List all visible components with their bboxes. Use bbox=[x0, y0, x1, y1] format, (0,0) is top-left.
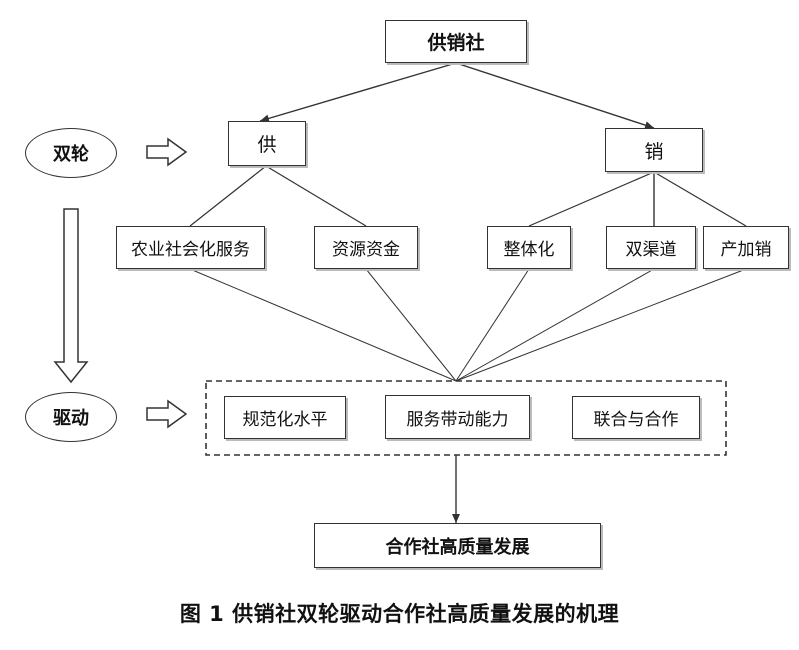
node-shuanglun-label: 双轮 bbox=[53, 144, 89, 165]
node-zhengti: 整体化 bbox=[487, 226, 571, 269]
node-shuangqudao: 双渠道 bbox=[606, 226, 696, 269]
node-result: 合作社高质量发展 bbox=[314, 523, 601, 568]
edge-xiao-to-zhengti bbox=[528, 171, 655, 227]
hollow-arrow-down bbox=[53, 208, 89, 384]
node-gongxiaoshe: 供销社 bbox=[385, 20, 527, 63]
edge-resource-to-drivers bbox=[365, 268, 457, 382]
node-qudong-label: 驱动 bbox=[53, 408, 89, 429]
node-lianhe-label: 联合与合作 bbox=[593, 410, 679, 430]
node-shuangqudao-label: 双渠道 bbox=[625, 240, 677, 260]
node-shuanglun: 双轮 bbox=[25, 128, 117, 178]
node-service: 农业社会化服务 bbox=[116, 226, 265, 269]
edge-gong-to-service bbox=[189, 165, 267, 227]
edge-shuangqudao-to-drivers bbox=[455, 268, 655, 382]
edge-top-to-gong bbox=[259, 62, 457, 123]
node-service-label: 农业社会化服务 bbox=[131, 240, 250, 260]
drivers-dashed-container bbox=[205, 380, 727, 456]
hollow-arrow-qudong bbox=[146, 399, 188, 429]
node-resource-label: 资源资金 bbox=[332, 240, 400, 260]
edge-service-to-drivers bbox=[189, 268, 457, 382]
edge-xiao-to-chanjiaxiao bbox=[653, 171, 747, 227]
edge-gong-to-resource bbox=[265, 165, 367, 227]
node-resource: 资源资金 bbox=[314, 226, 418, 269]
node-fuwudaidong: 服务带动能力 bbox=[385, 395, 530, 439]
node-gong: 供 bbox=[228, 121, 306, 166]
node-guifanhua: 规范化水平 bbox=[224, 396, 346, 439]
node-chanjiaxiao: 产加销 bbox=[703, 226, 789, 269]
edge-zhengti-to-drivers bbox=[455, 268, 530, 382]
node-xiao: 销 bbox=[605, 128, 703, 172]
node-qudong: 驱动 bbox=[25, 392, 117, 442]
node-fuwudaidong-label: 服务带动能力 bbox=[406, 409, 509, 430]
node-lianhe: 联合与合作 bbox=[572, 396, 700, 439]
node-chanjiaxiao-label: 产加销 bbox=[720, 240, 772, 260]
node-guifanhua-label: 规范化水平 bbox=[242, 410, 328, 430]
node-zhengti-label: 整体化 bbox=[503, 240, 555, 260]
edge-top-to-xiao bbox=[455, 62, 655, 129]
figure-caption: 图 1 供销社双轮驱动合作社高质量发展的机理 bbox=[179, 602, 620, 626]
node-gongxiaoshe-label: 供销社 bbox=[427, 32, 485, 54]
node-result-label: 合作社高质量发展 bbox=[385, 536, 530, 558]
hollow-arrow-shuanglun bbox=[146, 137, 188, 167]
node-xiao-label: 销 bbox=[644, 140, 664, 163]
edge-chanjiaxiao-to-drivers bbox=[455, 268, 747, 382]
node-gong-label: 供 bbox=[257, 134, 277, 156]
